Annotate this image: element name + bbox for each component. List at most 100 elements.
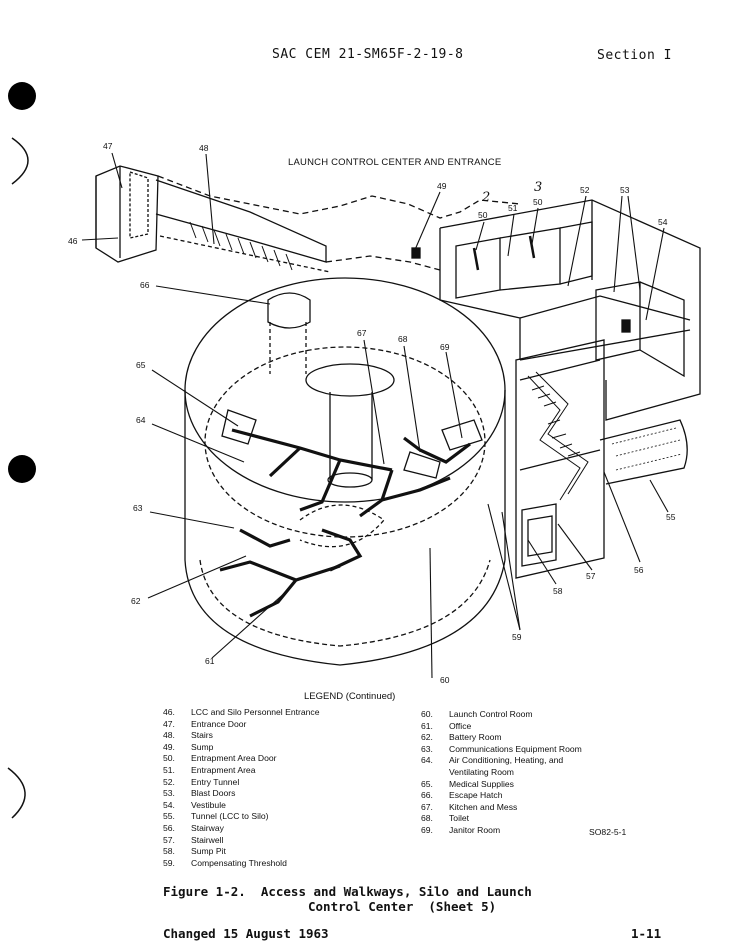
legend-number [421,767,449,779]
legend-label: Tunnel (LCC to Silo) [191,811,269,822]
callout-66: 66 [140,280,150,290]
legend-label: Sump [191,741,214,752]
legend-entry: 56.Stairway [163,823,320,835]
callout-50b: 50 [533,197,543,207]
legend-number: 61. [421,720,433,731]
legend-label: Vestibule [191,799,226,810]
callout-62: 62 [131,596,141,606]
legend-label: Escape Hatch [449,790,503,801]
legend-number: 64. [421,755,433,766]
legend-number: 62. [421,732,433,743]
legend-entry: Ventilating Room [421,767,582,779]
legend-entry: 58. Sump Pit [163,846,320,858]
callout-61: 61 [205,656,215,666]
legend-number: 54. [163,799,175,810]
legend-number: 55. [163,811,175,822]
change-date: Changed 15 August 1963 [163,926,329,941]
legend-right-column: 60. Launch Control Room 61. Office 62.Batt… [421,709,582,837]
legend-label: Ventilating Room [449,766,514,777]
legend-number: 52. [163,776,175,787]
legend-entry: 47. Entrance Door [163,719,320,731]
legend-entry: 52. Entry Tunnel [163,777,320,789]
legend-number: 46. [163,707,175,717]
callout-52: 52 [580,185,590,195]
legend-entry: 51.Entrapment Area [163,765,320,777]
legend-entry: 65. Medical Supplies [421,779,582,791]
legend-label: Entrance Door [191,718,247,729]
callout-69: 69 [440,342,450,352]
legend-entry: 62.Battery Room [421,732,582,744]
figure-code: SO82-5-1 [589,827,627,837]
legend-label: Compensating Threshold [191,857,287,868]
legend-label: Entry Tunnel [191,776,240,787]
legend-label: Office [449,720,472,731]
legend-entry: 55. Tunnel (LCC to Silo) [163,811,320,823]
legend-label: LCC and Silo Personnel Entrance [191,707,320,717]
legend-left-column: 46. LCC and Silo Personnel Entrance 47. En… [163,707,320,869]
legend-label: Air Conditioning, Heating, and [449,755,564,766]
legend-entry: 67.Kitchen and Mess [421,802,582,814]
legend-number: 59. [163,857,175,868]
callout-67: 67 [357,328,367,338]
legend-label: Entrapment Area Door [191,753,277,764]
legend-number: 48. [163,730,175,741]
diagram-title: LAUNCH CONTROL CENTER AND ENTRANCE [288,157,502,168]
legend-entry: 68. Toilet [421,813,582,825]
legend-entry: 60. Launch Control Room [421,709,582,721]
section-label: Section I [597,48,672,63]
legend-label: Sump Pit [191,846,226,857]
legend-entry: 66.Escape Hatch [421,790,582,802]
figure-caption-line-2: Control Center (Sheet 5) [308,899,497,914]
callout-53: 53 [620,185,630,195]
legend-title: LEGEND (Continued) [304,691,396,702]
legend-label: Medical Supplies [449,778,514,789]
legend-number: 51. [163,764,175,775]
callout-48: 48 [199,143,209,153]
legend-number: 60. [421,709,433,719]
callout-63: 63 [133,503,143,513]
legend-entry: 53.Blast Doors [163,788,320,800]
callout-55: 55 [666,512,676,522]
callout-68: 68 [398,334,408,344]
callout-65: 65 [136,360,146,370]
callout-54: 54 [658,217,668,227]
callout-50a: 50 [478,210,488,220]
callout-60: 60 [440,675,450,685]
legend-label: Launch Control Room [449,709,533,719]
legend-number: 58. [163,846,175,857]
callout-46: 46 [68,236,78,246]
legend-label: Kitchen and Mess [449,801,518,812]
legend-entry: 54. Vestibule [163,800,320,812]
legend-number: 47. [163,718,175,729]
legend-label: Janitor Room [449,824,501,835]
binder-hole-top [8,82,36,110]
handwritten-mark-3: 3 [534,180,543,195]
figure-caption-line-1: Figure 1-2. Access and Walkways, Silo an… [163,884,532,899]
legend-number: 57. [163,834,175,845]
legend-label: Stairs [191,730,213,741]
legend-entry: 61. Office [421,721,582,733]
legend-label: Blast Doors [191,788,236,799]
callout-64: 64 [136,415,146,425]
legend-entry: 46. LCC and Silo Personnel Entrance [163,707,320,719]
legend-entry: 48. Stairs [163,730,320,742]
legend-number: 69. [421,824,433,835]
legend-number: 63. [421,743,433,754]
callout-57: 57 [586,571,596,581]
legend-entry: 49. Sump [163,742,320,754]
binder-hole-middle [8,455,36,483]
legend-entry: 57.Stairwell [163,835,320,847]
legend-label: Stairway [191,822,224,833]
legend-entry: 59. Compensating Threshold [163,858,320,870]
legend-number: 49. [163,741,175,752]
callout-51: 51 [508,203,518,213]
handwritten-mark-2: 2 [482,190,491,205]
callout-58: 58 [553,586,563,596]
legend-number: 65. [421,778,433,789]
document-number: SAC CEM 21-SM65F-2-19-8 [272,47,464,62]
legend-number: 68. [421,813,433,824]
callout-59: 59 [512,632,522,642]
legend-label: Toilet [449,813,470,824]
legend-entry: 69. Janitor Room [421,825,582,837]
legend-entry: 50.Entrapment Area Door [163,753,320,765]
